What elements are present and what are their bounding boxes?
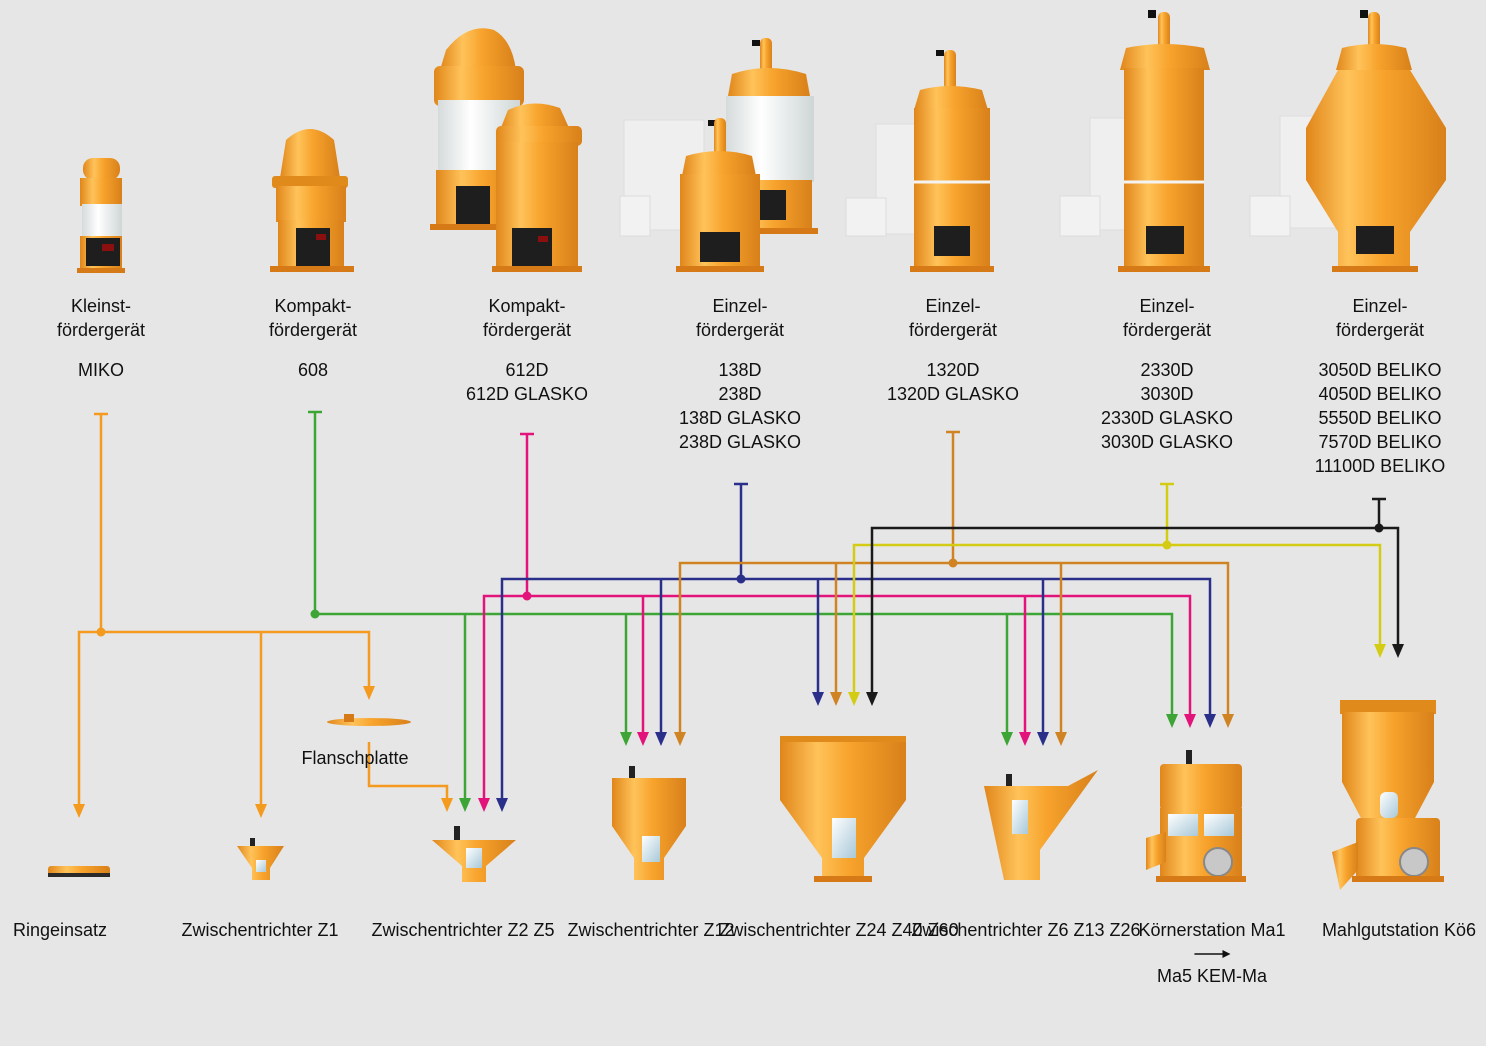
conveyor-title-line: Kleinst- bbox=[70, 296, 132, 316]
compact-612d-device-icon bbox=[430, 28, 582, 272]
station-title: Zwischentrichter bbox=[181, 920, 313, 940]
conveyor-title-line: fördergerät bbox=[268, 320, 358, 340]
station-label-z6: Zwischentrichter Z6 Z13 Z26 bbox=[911, 919, 1140, 942]
conveyor-model: 612D bbox=[505, 360, 549, 380]
compact-608-device-icon bbox=[270, 129, 354, 272]
conveyor-model: 238D GLASKO bbox=[678, 432, 802, 452]
station-label-z12: Zwischentrichter Z12 bbox=[567, 919, 734, 942]
hopper-z1-icon bbox=[237, 838, 284, 880]
connection-2330d bbox=[848, 482, 1386, 706]
conveyor-title-line: fördergerät bbox=[482, 320, 572, 340]
conveyor-title-line: Kompakt- bbox=[488, 296, 566, 316]
station-title: Zwischentrichter bbox=[719, 920, 851, 940]
station-label-ring: Ringeinsatz bbox=[13, 919, 107, 942]
conveyor-model: 4050D BELIKO bbox=[1318, 384, 1442, 404]
conveyor-title-line: Einzel- bbox=[712, 296, 768, 316]
conveyor-label-2330d: Einzel- fördergerät 2330D 3030D 2330D GL… bbox=[1101, 294, 1233, 454]
station-model: Z60 bbox=[927, 920, 959, 940]
station-model: Z2 bbox=[507, 920, 529, 940]
korner-station-icon bbox=[1146, 750, 1246, 882]
conveyor-model: 138D bbox=[718, 360, 762, 380]
station-model: Z24 bbox=[855, 920, 887, 940]
connection-1320d bbox=[674, 430, 1234, 746]
conveyor-label-612d: Kompakt- fördergerät 612D 612D GLASKO bbox=[466, 294, 588, 406]
single-1320d-device-icon bbox=[845, 50, 994, 272]
hopper-z12-icon bbox=[612, 766, 686, 880]
connection-3050d bbox=[866, 497, 1404, 706]
hopper-z2-icon bbox=[432, 826, 516, 882]
conveyor-title-line: fördergerät bbox=[908, 320, 998, 340]
conveyor-title-line: fördergerät bbox=[695, 320, 785, 340]
station-model: Z6 bbox=[1047, 920, 1069, 940]
mahlgut-station-icon bbox=[1332, 700, 1444, 890]
station-model: Z40 bbox=[891, 920, 923, 940]
station-model: Z12 bbox=[703, 920, 735, 940]
conveyor-model: 138D GLASKO bbox=[678, 408, 802, 428]
conveyor-model: 238D bbox=[718, 384, 762, 404]
station-model: Z1 bbox=[317, 920, 339, 940]
conveyor-model: 7570D BELIKO bbox=[1318, 432, 1442, 452]
conveyor-model: 2330D GLASKO bbox=[1100, 408, 1234, 428]
station-label-z1: Zwischentrichter Z1 bbox=[181, 919, 338, 942]
flange-plate-icon bbox=[327, 714, 411, 726]
station-title: Körnerstation bbox=[1138, 920, 1246, 940]
conveyor-label-1320d: Einzel- fördergerät 1320D 1320D GLASKO bbox=[887, 294, 1019, 406]
conveyor-label-3050d: Einzel- fördergerät 3050D BELIKO 4050D B… bbox=[1315, 294, 1445, 478]
station-model: Kö6 bbox=[1444, 920, 1477, 940]
conveyor-model: 612D GLASKO bbox=[465, 384, 589, 404]
station-model: Z13 bbox=[1073, 920, 1105, 940]
conveyor-title-line: Einzel- bbox=[1139, 296, 1195, 316]
single-138d-device-icon bbox=[619, 38, 818, 272]
conveyor-model: 2330D bbox=[1140, 360, 1194, 380]
station-model: Ma5 bbox=[1156, 966, 1192, 986]
conveyor-model: 5550D BELIKO bbox=[1318, 408, 1442, 428]
conveyor-model: MIKO bbox=[77, 360, 124, 380]
miko-device-icon bbox=[77, 158, 125, 273]
ring-insert-icon bbox=[48, 866, 110, 877]
conveyor-title-line: Einzel- bbox=[925, 296, 981, 316]
station-title: Zwischentrichter bbox=[371, 920, 503, 940]
single-3050d-beliko-device-icon bbox=[1249, 10, 1446, 272]
conveyor-model: 608 bbox=[297, 360, 329, 380]
station-label-mahl: Mahlgutstation Kö6 bbox=[1322, 919, 1476, 942]
flanschplatte-label: Flanschplatte bbox=[301, 748, 409, 768]
conveyor-model: 3030D GLASKO bbox=[1100, 432, 1234, 452]
conveyor-title-line: fördergerät bbox=[1122, 320, 1212, 340]
station-model: Z26 bbox=[1109, 920, 1141, 940]
conveyor-model: 11100D BELIKO bbox=[1314, 456, 1446, 476]
station-model: KEM-Ma bbox=[1197, 966, 1268, 986]
single-2330d-device-icon bbox=[1059, 10, 1210, 272]
conveyor-label-miko: Kleinst- fördergerät MIKO bbox=[57, 294, 145, 382]
station-label-z24: Zwischentrichter Z24 Z40 Z60 bbox=[719, 919, 958, 942]
connection-138d bbox=[496, 482, 1216, 812]
conveyor-label-608: Kompakt- fördergerät 608 bbox=[269, 294, 357, 382]
conveyor-title-line: Kompakt- bbox=[274, 296, 352, 316]
conveyor-title-line: fördergerät bbox=[56, 320, 146, 340]
station-model: Z5 bbox=[533, 920, 555, 940]
connection-608 bbox=[308, 410, 1178, 812]
hopper-z24-icon bbox=[780, 736, 906, 882]
hopper-z6-icon bbox=[984, 770, 1098, 880]
station-title: Zwischentrichter bbox=[911, 920, 1043, 940]
conveyor-model: 3030D bbox=[1140, 384, 1194, 404]
station-label-korner: Körnerstation Ma1 Ma5 KEM-Ma bbox=[1138, 919, 1285, 988]
range-arrow-icon bbox=[1138, 942, 1285, 965]
conveyor-model: 1320D GLASKO bbox=[886, 384, 1020, 404]
station-title: Mahlgutstation bbox=[1321, 920, 1440, 940]
conveyor-title-line: fördergerät bbox=[1335, 320, 1425, 340]
station-label-z2: Zwischentrichter Z2 Z5 bbox=[371, 919, 554, 942]
conveyor-model: 3050D BELIKO bbox=[1318, 360, 1442, 380]
conveyor-title-line: Einzel- bbox=[1352, 296, 1408, 316]
station-title: Ringeinsatz bbox=[12, 920, 108, 940]
connection-miko bbox=[73, 412, 453, 818]
station-title: Zwischentrichter bbox=[567, 920, 699, 940]
conveyor-model: 1320D bbox=[926, 360, 980, 380]
conveyor-label-138d: Einzel- fördergerät 138D 238D 138D GLASK… bbox=[679, 294, 801, 454]
station-model: Ma1 bbox=[1250, 920, 1286, 940]
